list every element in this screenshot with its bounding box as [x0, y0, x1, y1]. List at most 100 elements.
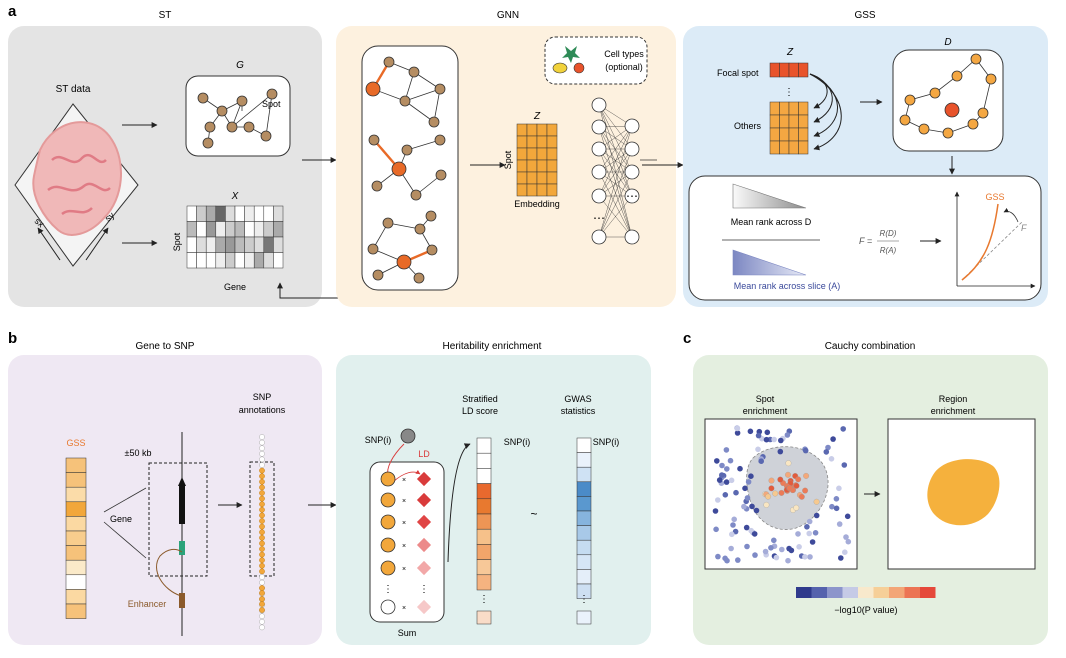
- spot-dot: [716, 477, 723, 483]
- others-cell: [769, 127, 780, 142]
- stratified-label-1: Stratified: [462, 394, 498, 404]
- embedding-matrix: [516, 123, 558, 197]
- spot-dot: [825, 444, 831, 451]
- rank-triangle-blue: [732, 249, 807, 276]
- others-cell: [798, 127, 809, 142]
- matrix-cell: [234, 252, 245, 269]
- matrix-cell: [263, 221, 274, 238]
- gwas-cell: [576, 525, 592, 541]
- gss-cell: [65, 603, 87, 619]
- gss-column-label: GSS: [66, 438, 85, 448]
- others-cell: [788, 127, 799, 142]
- spot-dot: [807, 554, 813, 560]
- snp-dot: [259, 450, 265, 457]
- snp-dot: [259, 501, 265, 508]
- matrix-cell: [215, 221, 226, 238]
- gwas-cell: [576, 554, 592, 570]
- spot-dot: [796, 544, 802, 550]
- embedding-cell: [546, 171, 558, 185]
- spot-dot: [728, 545, 734, 552]
- spot-dot: [803, 472, 810, 479]
- spot-dot: [778, 489, 785, 496]
- snp-dot: [259, 445, 265, 452]
- embedding-cell: [516, 171, 528, 185]
- gene-to-snp-background: [8, 355, 322, 645]
- spot-dot: [722, 492, 729, 498]
- cell-type-yellow-icon: [552, 62, 568, 74]
- snp-dot: [259, 607, 265, 613]
- spot-dot: [719, 462, 725, 469]
- sum-label: Sum: [398, 628, 417, 638]
- legend-swatch: [873, 587, 889, 598]
- legend-swatch: [889, 587, 905, 598]
- ld-score-cell: [476, 498, 492, 515]
- ld-score-cell: [476, 483, 492, 500]
- others-cell: [769, 114, 780, 129]
- mean-rank-slice: Mean rank across slice (A): [734, 281, 841, 291]
- legend-swatch: [858, 587, 874, 598]
- stratified-label-2: LD score: [462, 406, 498, 416]
- vertical-dots: ⋮: [479, 594, 489, 605]
- vertical-dots: ⋮: [383, 584, 393, 595]
- neighbourhood-nodes: [899, 53, 997, 139]
- snp-dot: [259, 562, 265, 569]
- snp-dot: [259, 478, 265, 485]
- snp-i-label: SNP(i): [365, 435, 392, 445]
- legend-swatch: [842, 587, 858, 598]
- st-data-label: ST data: [56, 84, 91, 95]
- spot-dot: [758, 458, 764, 465]
- heritability-section: Heritability enrichment Stratified LD sc…: [336, 341, 651, 645]
- embedding-cell: [526, 135, 538, 149]
- nn-node: [624, 164, 640, 180]
- spot-dot: [747, 428, 754, 435]
- subgraphs-box: [361, 45, 459, 291]
- others-cell: [769, 101, 780, 116]
- spot-dot: [806, 518, 813, 525]
- spot-dot: [748, 473, 754, 480]
- curve-bend-arrow: [1003, 207, 1019, 223]
- times-sign: ×: [402, 543, 406, 550]
- matrix-cell: [205, 236, 217, 253]
- others-cell: [798, 140, 809, 155]
- others-cell: [788, 114, 799, 129]
- matrix-cell: [225, 252, 236, 269]
- nn-node: [591, 141, 607, 157]
- embedding-label: Embedding: [514, 199, 560, 209]
- spot-dot: [741, 503, 747, 510]
- spot-dot: [804, 524, 810, 530]
- nn-edge: [598, 171, 633, 238]
- nn-dots-left: ⋯: [593, 211, 605, 225]
- spot-dot: [771, 537, 777, 544]
- gss-cell: [65, 501, 87, 517]
- brain-tissue: [32, 121, 122, 236]
- focal-spot-label: Focal spot: [717, 68, 759, 78]
- snp-dot: [259, 434, 265, 440]
- gss-section: GSS Z Focal spot ⋮ Others D Mean rank ac…: [683, 10, 1048, 307]
- spot-dot: [779, 546, 785, 553]
- snp-dot: [259, 456, 265, 463]
- embedding-cell: [526, 123, 538, 137]
- gss-column: [65, 457, 87, 619]
- matrix-cell: [273, 221, 284, 238]
- matrix-cell: [263, 205, 274, 222]
- matrix-cell: [186, 205, 197, 222]
- heritability-title: Heritability enrichment: [443, 341, 542, 352]
- nn-node: [591, 119, 607, 135]
- gwas-label-1: GWAS: [564, 394, 591, 404]
- gwas-cell: [576, 466, 592, 483]
- spot-dot: [744, 543, 750, 550]
- ld-diamond: [416, 514, 432, 530]
- legend-swatch: [811, 587, 827, 598]
- snp-dot: [259, 579, 265, 586]
- subgraph-focal-nodes: [365, 81, 412, 270]
- snp-dot: [259, 484, 265, 491]
- embedding-cell: [536, 147, 548, 161]
- legend-swatch: [904, 587, 920, 598]
- matrix-cell: [234, 205, 245, 222]
- gene-body: [179, 484, 185, 524]
- nn-node: [624, 141, 640, 157]
- snp-dot: [259, 518, 265, 524]
- st-section: ST ST data sx sy G Spot X Spot Gene: [8, 10, 322, 307]
- rank-triangle-gray: [732, 183, 807, 209]
